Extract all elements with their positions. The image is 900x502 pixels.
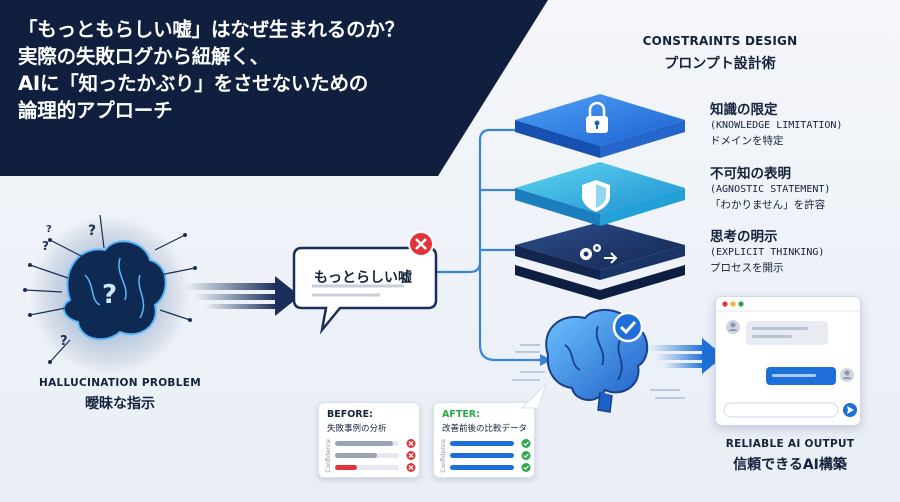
- svg-text:?: ?: [46, 224, 52, 235]
- title-line-2: 実際の失敗ログから紐解く、: [18, 45, 269, 68]
- brain-icon: [23, 214, 197, 375]
- speech-bubble: [292, 246, 438, 335]
- layer-title: 知識の限定: [710, 102, 778, 118]
- flow-arrow-left: [185, 276, 300, 316]
- svg-text:?: ?: [88, 223, 96, 239]
- constraints-heading-en: CONSTRAINTS DESIGN: [642, 34, 798, 48]
- svg-text:?: ?: [42, 239, 49, 253]
- layer-explicit-thinking: [515, 222, 685, 300]
- avatar-icon: [726, 320, 740, 334]
- close-icon: [406, 439, 416, 472]
- layer-description: 「わかりません」を許容: [710, 199, 826, 211]
- after-card-pointer: [520, 383, 547, 409]
- question-icon: ? ? ? ? ?: [42, 223, 117, 349]
- flow-arrow-right: [648, 338, 724, 374]
- connector-arrowhead: [540, 354, 552, 366]
- page-title: 「もっともらしい嘘」はなぜ生まれるのか？ 実際の失敗ログから紐解く、 AIに「知…: [18, 16, 518, 124]
- title-line-3: AIに「知ったかぶり」をさせないための: [18, 72, 369, 95]
- output-caption: RELIABLE AI OUTPUT 信頼できるAI構築: [690, 438, 890, 474]
- output-caption-en: RELIABLE AI OUTPUT: [725, 438, 855, 450]
- before-card: BEFORE: 失敗事例の分析 Confidence: [318, 402, 420, 478]
- layer-label-knowledge: 知識の限定 (KNOWLEDGE LIMITATION) ドメインを特定: [710, 98, 842, 148]
- layer-label-thinking: 思考の明示 (EXPLICIT THINKING) プロセスを開示: [710, 225, 824, 275]
- after-card-axis-label: Confidence: [440, 439, 447, 473]
- before-card-subtitle: 失敗事例の分析: [327, 424, 387, 434]
- layer-english: (AGNOSTIC STATEMENT): [710, 184, 831, 195]
- gears-icon: [580, 244, 618, 264]
- layer-label-agnostic: 不可知の表明 (AGNOSTIC STATEMENT) 「わかりません」を許容: [710, 162, 830, 212]
- after-card-subtitle: 改善前後の比較データ: [442, 424, 528, 434]
- title-line-1: 「もっともらしい嘘」はなぜ生まれるのか？: [18, 18, 405, 41]
- svg-text:?: ?: [102, 280, 117, 310]
- after-bars: [450, 439, 531, 472]
- title-banner: [0, 0, 548, 176]
- layer-english: (EXPLICIT THINKING): [710, 247, 825, 258]
- chat-window: [715, 296, 862, 426]
- layer-title: 不可知の表明: [710, 166, 791, 182]
- chat-window-graphic: [716, 301, 862, 418]
- close-icon: [408, 231, 434, 257]
- constraints-heading-jp: プロンプト設計術: [664, 56, 776, 72]
- layer-description: ドメインを特定: [710, 135, 784, 147]
- svg-text:?: ?: [60, 334, 68, 349]
- shield-icon: [582, 180, 610, 212]
- before-card-axis-label: Confidence: [325, 439, 332, 473]
- hallucination-caption-en: HALLUCINATION PROBLEM: [39, 377, 201, 389]
- layer-title: 思考の明示: [710, 229, 778, 245]
- output-caption-jp: 信頼できるAI構築: [733, 457, 847, 473]
- speech-bubble-text: もっとらしい嘘: [314, 270, 412, 286]
- layer-english: (KNOWLEDGE LIMITATION): [710, 120, 843, 131]
- after-card: AFTER: 改善前後の比較データ Confidence: [433, 402, 535, 478]
- constraints-heading: CONSTRAINTS DESIGN プロンプト設計術: [640, 34, 800, 73]
- after-card-head: AFTER:: [442, 409, 480, 420]
- lock-icon: [586, 101, 608, 133]
- title-line-4: 論理的アプローチ: [18, 99, 173, 122]
- send-icon: [843, 403, 857, 417]
- hallucination-caption: HALLUCINATION PROBLEM 曖昧な指示: [20, 377, 220, 413]
- before-card-head: BEFORE:: [327, 409, 373, 420]
- connector-lines: [430, 128, 540, 362]
- layer-description: プロセスを開示: [710, 262, 784, 274]
- hallucination-caption-jp: 曖昧な指示: [85, 396, 155, 412]
- check-icon: [521, 439, 531, 472]
- before-bars: [335, 439, 416, 472]
- check-icon: [612, 311, 644, 343]
- avatar-icon: [840, 368, 854, 382]
